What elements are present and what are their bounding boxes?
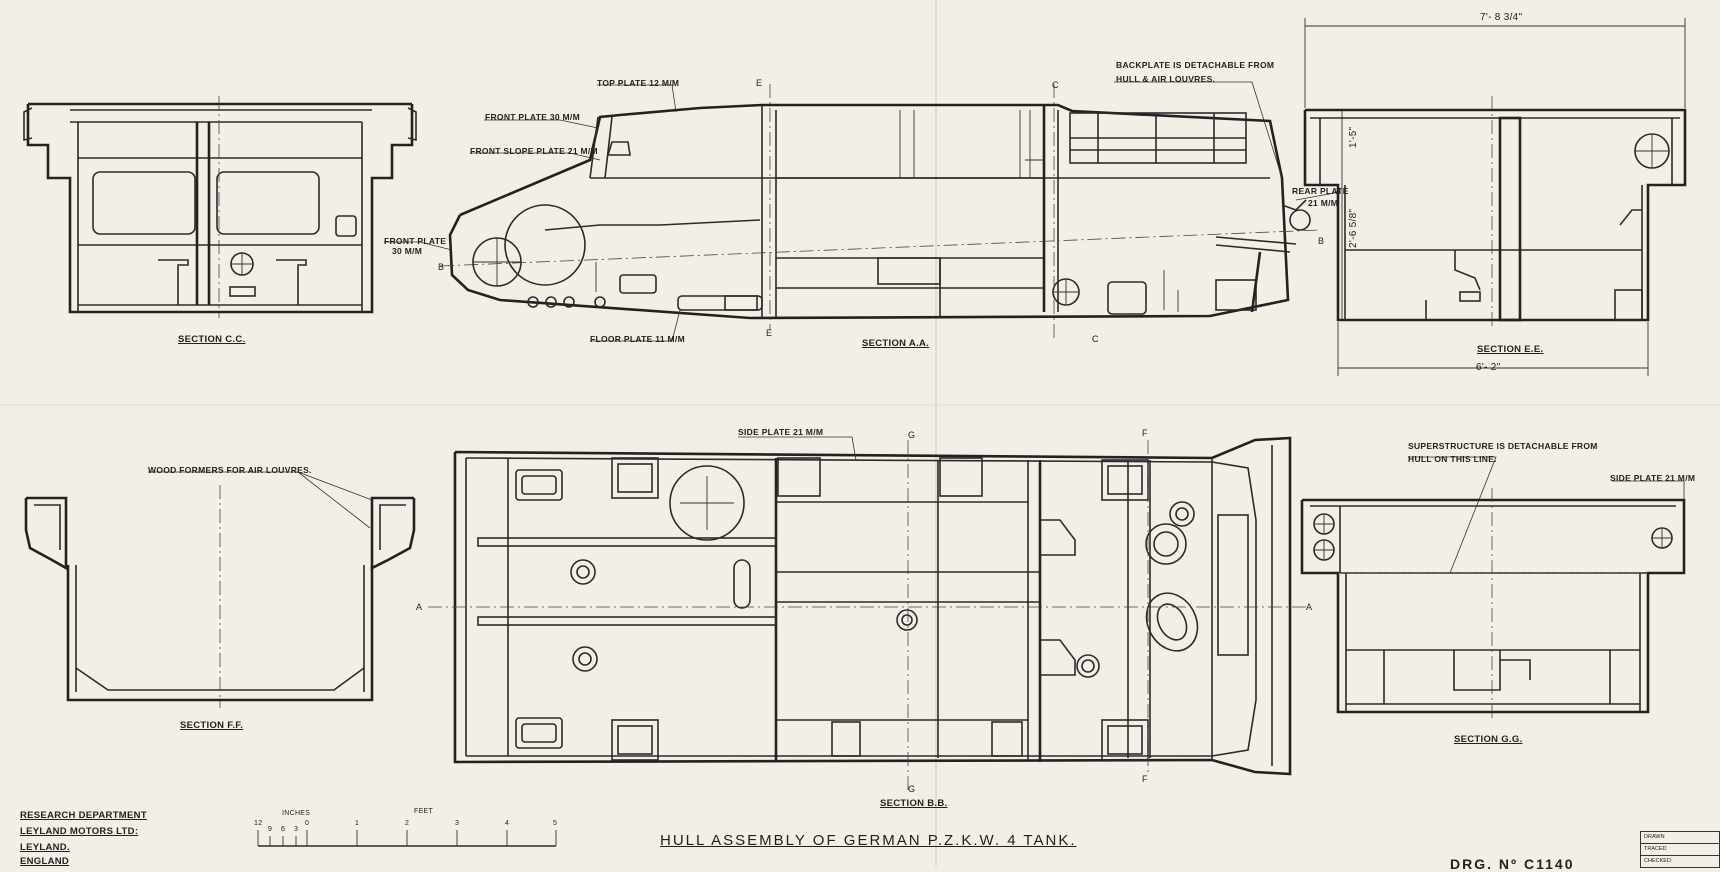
cut-marker-c-top: C — [1052, 80, 1059, 90]
cut-marker-g-bottom: G — [908, 784, 916, 794]
cut-marker-a-left: A — [416, 602, 423, 612]
title-block-checked: CHECKED — [1644, 858, 1671, 864]
callout-front-slope-plate: FRONT SLOPE PLATE 21 M/M — [470, 146, 598, 156]
section-bb-title: SECTION B.B. — [880, 798, 948, 809]
title-block-traced: TRACED — [1641, 844, 1719, 856]
company-line-4: ENGLAND — [20, 856, 70, 867]
scale-tick-label: 5 — [553, 820, 558, 827]
cut-marker-f-bottom: F — [1142, 774, 1148, 784]
scale-bar — [257, 830, 557, 847]
section-gg-drawing — [1300, 456, 1686, 720]
section-cc-title: SECTION C.C. — [178, 334, 246, 345]
section-ff-drawing — [24, 471, 416, 708]
section-aa-title: SECTION A.A. — [862, 338, 930, 349]
company-line-2: LEYLAND MOTORS LTD: — [20, 826, 139, 837]
callout-front-plate-lower-thickness: 30 M/M — [392, 246, 423, 256]
callout-top-plate: TOP PLATE 12 M/M — [597, 78, 680, 88]
cut-marker-e-bottom: E — [766, 328, 773, 338]
section-aa-drawing — [384, 81, 1341, 342]
section-bb-drawing — [428, 436, 1306, 790]
title-block: DRAWN TRACED CHECKED — [1640, 831, 1720, 868]
callout-backplate-2: HULL & AIR LOUVRES. — [1116, 74, 1216, 84]
dimension-overall-width: 7'- 8 3/4" — [1480, 12, 1523, 23]
callout-floor-plate: FLOOR PLATE 11 M/M — [590, 334, 685, 344]
drawing-number: DRG. Nº C1140 — [1450, 856, 1575, 872]
title-block-drawn: DRAWN — [1641, 832, 1719, 844]
section-ff-title: SECTION F.F. — [180, 720, 244, 731]
scale-tick-label: 0 — [305, 820, 310, 827]
cut-marker-b-left: B — [438, 262, 445, 272]
scale-tick-label: 3 — [455, 820, 460, 827]
scale-tick-label: 3 — [294, 826, 299, 833]
callout-superstructure: SUPERSTRUCTURE IS DETACHABLE FROM — [1408, 441, 1598, 451]
section-gg-title: SECTION G.G. — [1454, 734, 1523, 745]
callout-rear-plate: REAR PLATE — [1292, 186, 1349, 196]
scale-tick-label: 1 — [355, 820, 360, 827]
section-cc-drawing — [23, 96, 417, 318]
scale-inches-label: INCHES — [282, 810, 311, 817]
scale-feet-label: FEET — [414, 808, 434, 815]
company-line-3: LEYLAND. — [20, 842, 70, 853]
callout-front-plate-lower: FRONT PLATE — [384, 236, 447, 246]
callout-side-plate-top: SIDE PLATE 21 M/M — [738, 427, 824, 437]
callout-front-plate-upper: FRONT PLATE 30 M/M — [485, 112, 580, 122]
callout-wood-formers: WOOD FORMERS FOR AIR LOUVRES. — [148, 465, 312, 475]
cut-marker-b-right: B — [1318, 236, 1325, 246]
callout-rear-plate-thickness: 21 M/M — [1308, 198, 1339, 208]
scale-tick-label: 2 — [405, 820, 410, 827]
cut-marker-g-top: G — [908, 430, 916, 440]
scale-tick-label: 12 — [254, 820, 263, 827]
drawing-title: HULL ASSEMBLY OF GERMAN P.Z.K.W. 4 TANK. — [660, 832, 1077, 849]
company-line-1: RESEARCH DEPARTMENT — [20, 810, 147, 821]
dimension-upper-height: 1'-5" — [1348, 126, 1359, 148]
callout-backplate: BACKPLATE IS DETACHABLE FROM — [1116, 60, 1275, 70]
cut-marker-f-top: F — [1142, 428, 1148, 438]
cut-marker-e-top: E — [756, 78, 763, 88]
section-ee-title: SECTION E.E. — [1477, 344, 1544, 355]
scale-tick-label: 9 — [268, 826, 273, 833]
dimension-lower-height: 2'-6 5/8" — [1348, 208, 1359, 248]
cut-marker-c-bottom: C — [1092, 334, 1099, 344]
dimension-hull-width: 6'- 2" — [1476, 362, 1501, 373]
cut-marker-a-right: A — [1306, 602, 1313, 612]
callout-superstructure-2: HULL ON THIS LINE. — [1408, 454, 1497, 464]
scale-tick-label: 6 — [281, 826, 286, 833]
callout-side-plate-gg: SIDE PLATE 21 M/M — [1610, 473, 1696, 483]
section-ee-drawing — [1303, 18, 1687, 376]
scale-tick-label: 4 — [505, 820, 510, 827]
